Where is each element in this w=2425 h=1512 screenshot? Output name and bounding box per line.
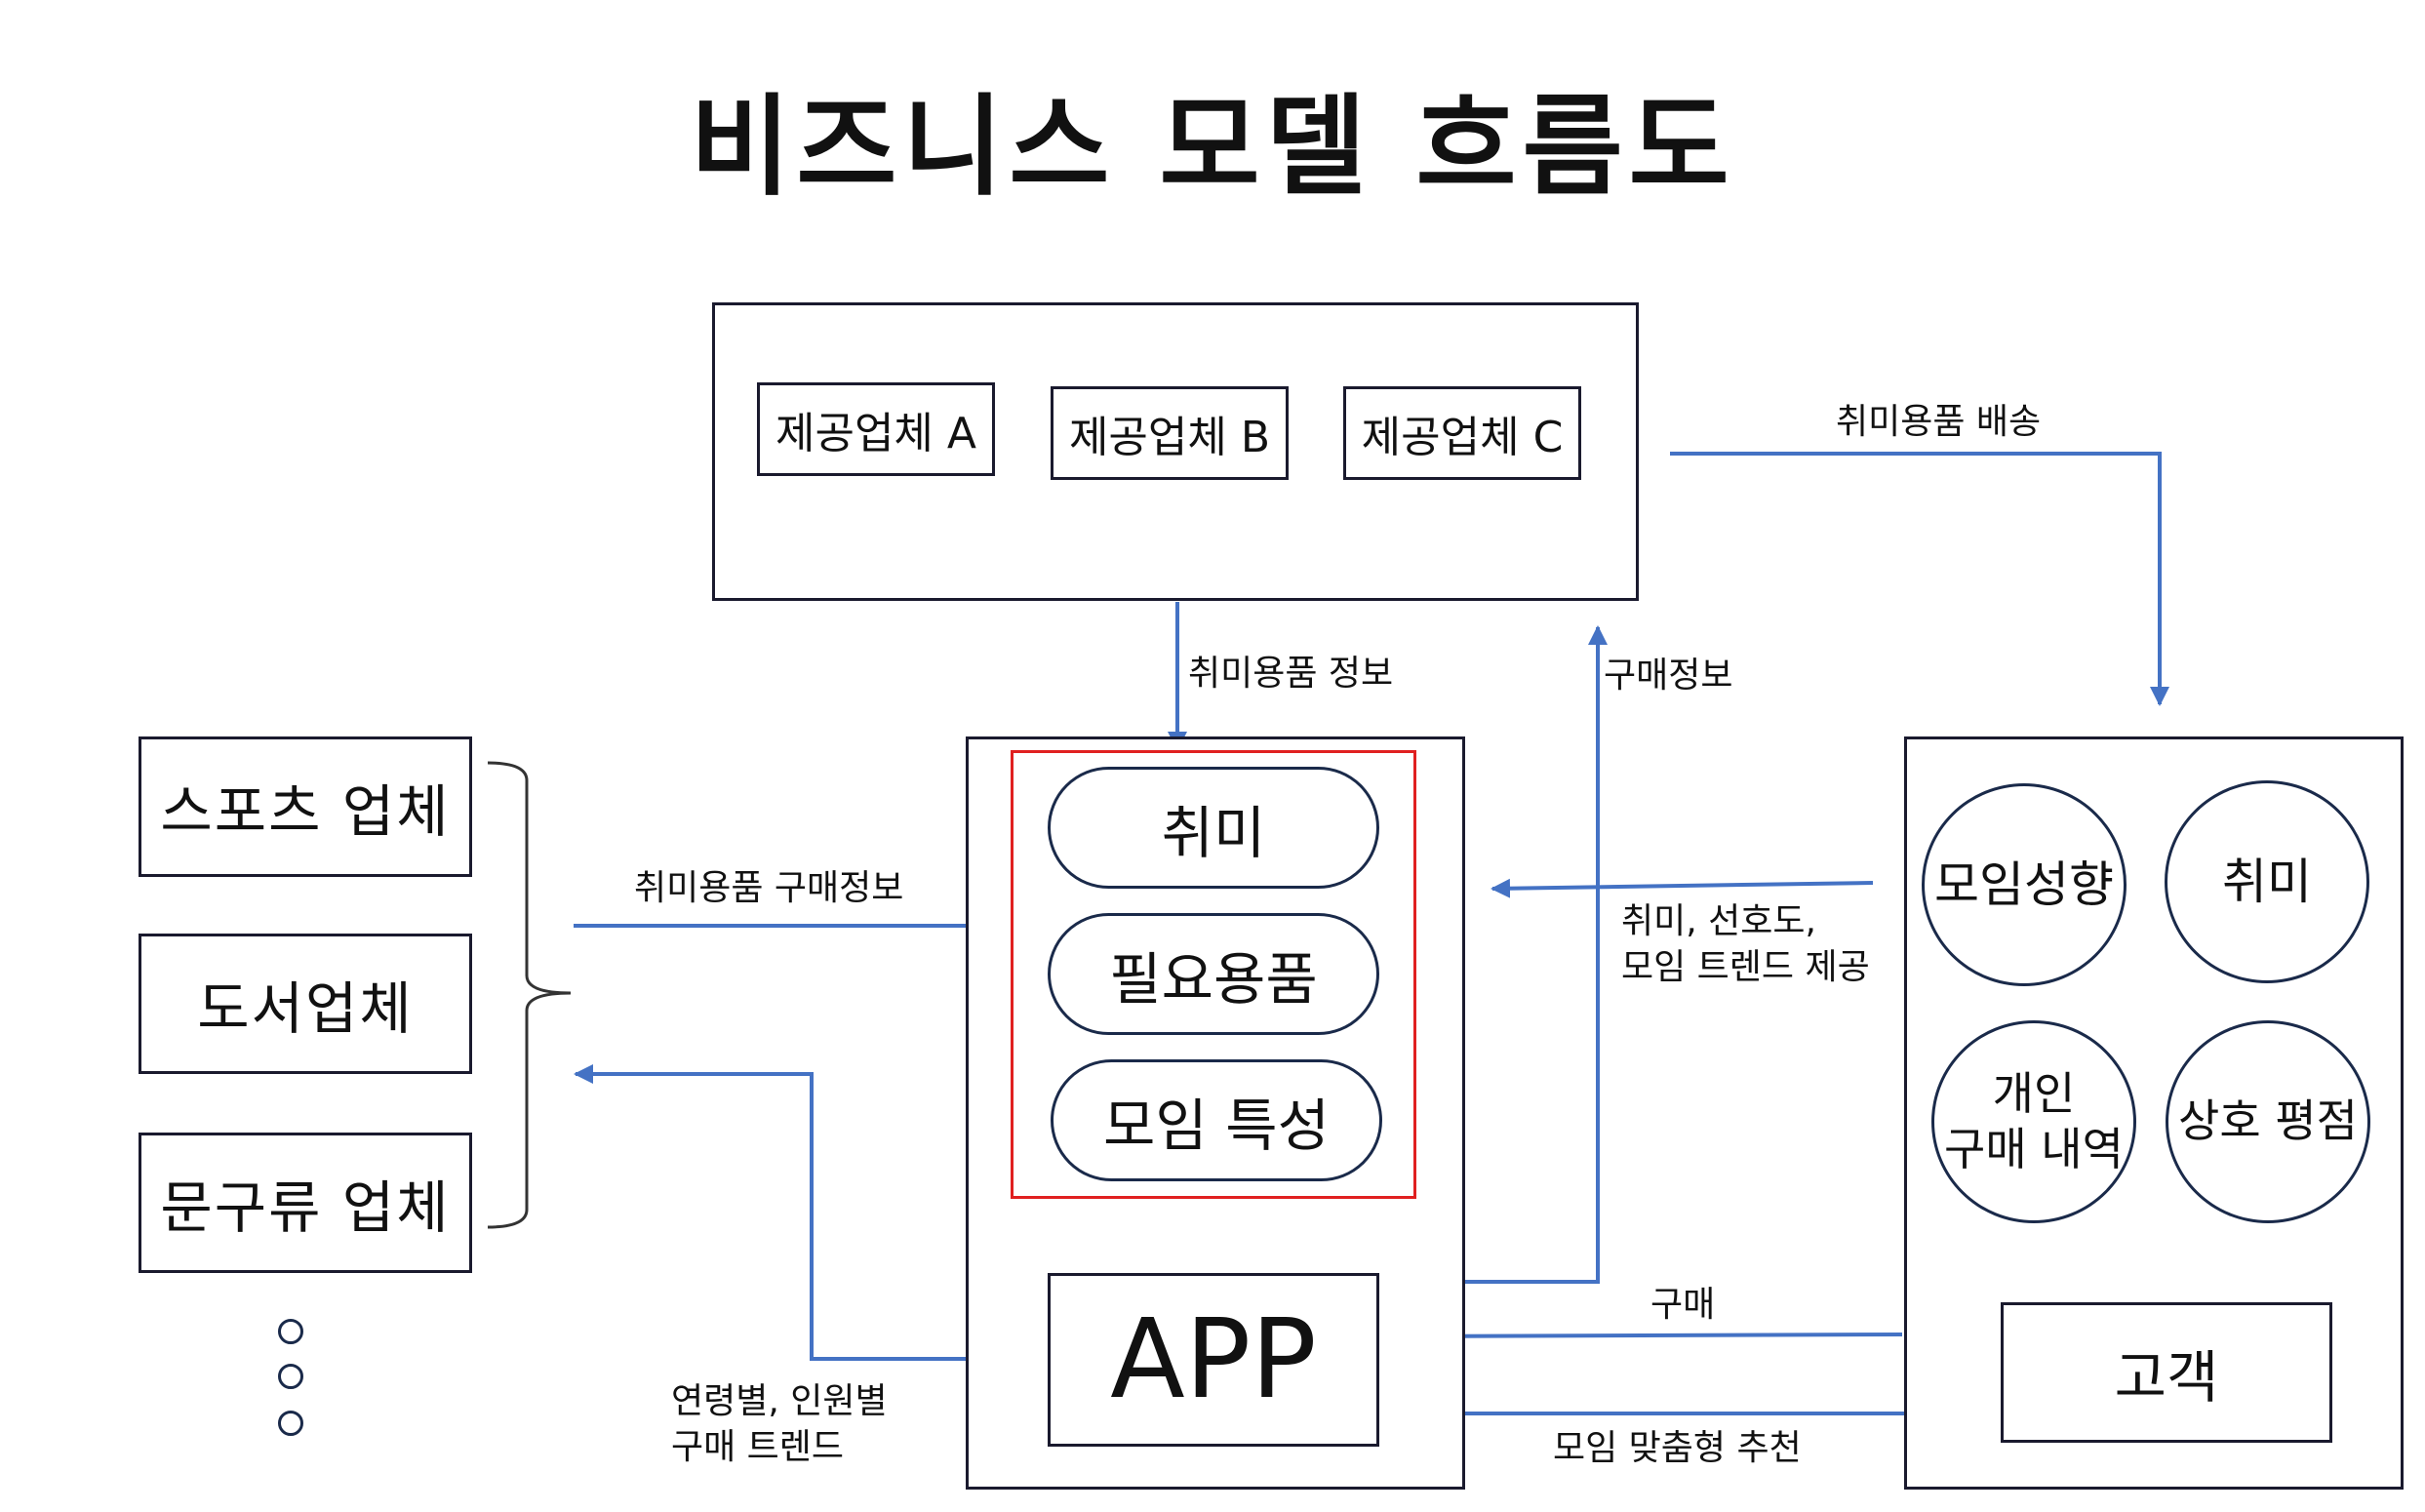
customer-box: 고객 bbox=[2001, 1302, 2332, 1443]
label-hobby-info: 취미용품 정보 bbox=[1188, 654, 1394, 694]
trait-rating-circle: 상호 평점 bbox=[2166, 1020, 2370, 1223]
arrow-age-trend bbox=[574, 1064, 1046, 1361]
more-dot-2 bbox=[278, 1364, 303, 1389]
app-feature-highlight bbox=[1011, 750, 1416, 1199]
trait-history-circle: 개인 구매 내역 bbox=[1931, 1020, 2136, 1223]
arrow-purchase bbox=[1400, 1326, 1903, 1346]
label-hobby-delivery: 취미용품 배송 bbox=[1836, 402, 2042, 442]
label-pref-provide: 취미, 선호도, 모임 트렌드 제공 bbox=[1621, 901, 1870, 987]
category-bracket bbox=[487, 761, 572, 1229]
category-stationery-box: 문구류 업체 bbox=[139, 1133, 472, 1273]
arrow-pref-provide bbox=[1491, 878, 1874, 898]
label-age-trend: 연령별, 인원별 구매 트렌드 bbox=[671, 1381, 888, 1467]
feature-supplies-pill: 필요용품 bbox=[1048, 913, 1379, 1035]
supplier-c-box: 제공업체 C bbox=[1343, 386, 1581, 480]
arrow-hobby-delivery bbox=[1670, 452, 2169, 706]
page-title: 비즈니스 모델 흐름도 bbox=[690, 84, 1735, 211]
more-dot-3 bbox=[278, 1411, 303, 1436]
trait-hobby-circle: 취미 bbox=[2165, 780, 2369, 983]
trait-meetup-circle: 모임성향 bbox=[1922, 783, 2127, 986]
supplier-a-box: 제공업체 A bbox=[757, 382, 995, 476]
feature-hobby-pill: 취미 bbox=[1048, 767, 1379, 889]
label-purchase-info: 구매정보 bbox=[1604, 656, 1733, 696]
supplier-b-box: 제공업체 B bbox=[1051, 386, 1289, 480]
category-sports-box: 스포츠 업체 bbox=[139, 736, 472, 877]
label-purchase: 구매 bbox=[1650, 1285, 1716, 1325]
feature-meetup-pill: 모임 특성 bbox=[1051, 1059, 1382, 1181]
more-dot-1 bbox=[278, 1319, 303, 1344]
arrow-purchase-info bbox=[1416, 625, 1608, 1284]
app-box: APP bbox=[1048, 1273, 1379, 1447]
category-books-box: 도서업체 bbox=[139, 934, 472, 1074]
label-hobby-purchase-info: 취미용품 구매정보 bbox=[634, 868, 904, 908]
label-recommend: 모임 맞춤형 추천 bbox=[1553, 1428, 1802, 1468]
